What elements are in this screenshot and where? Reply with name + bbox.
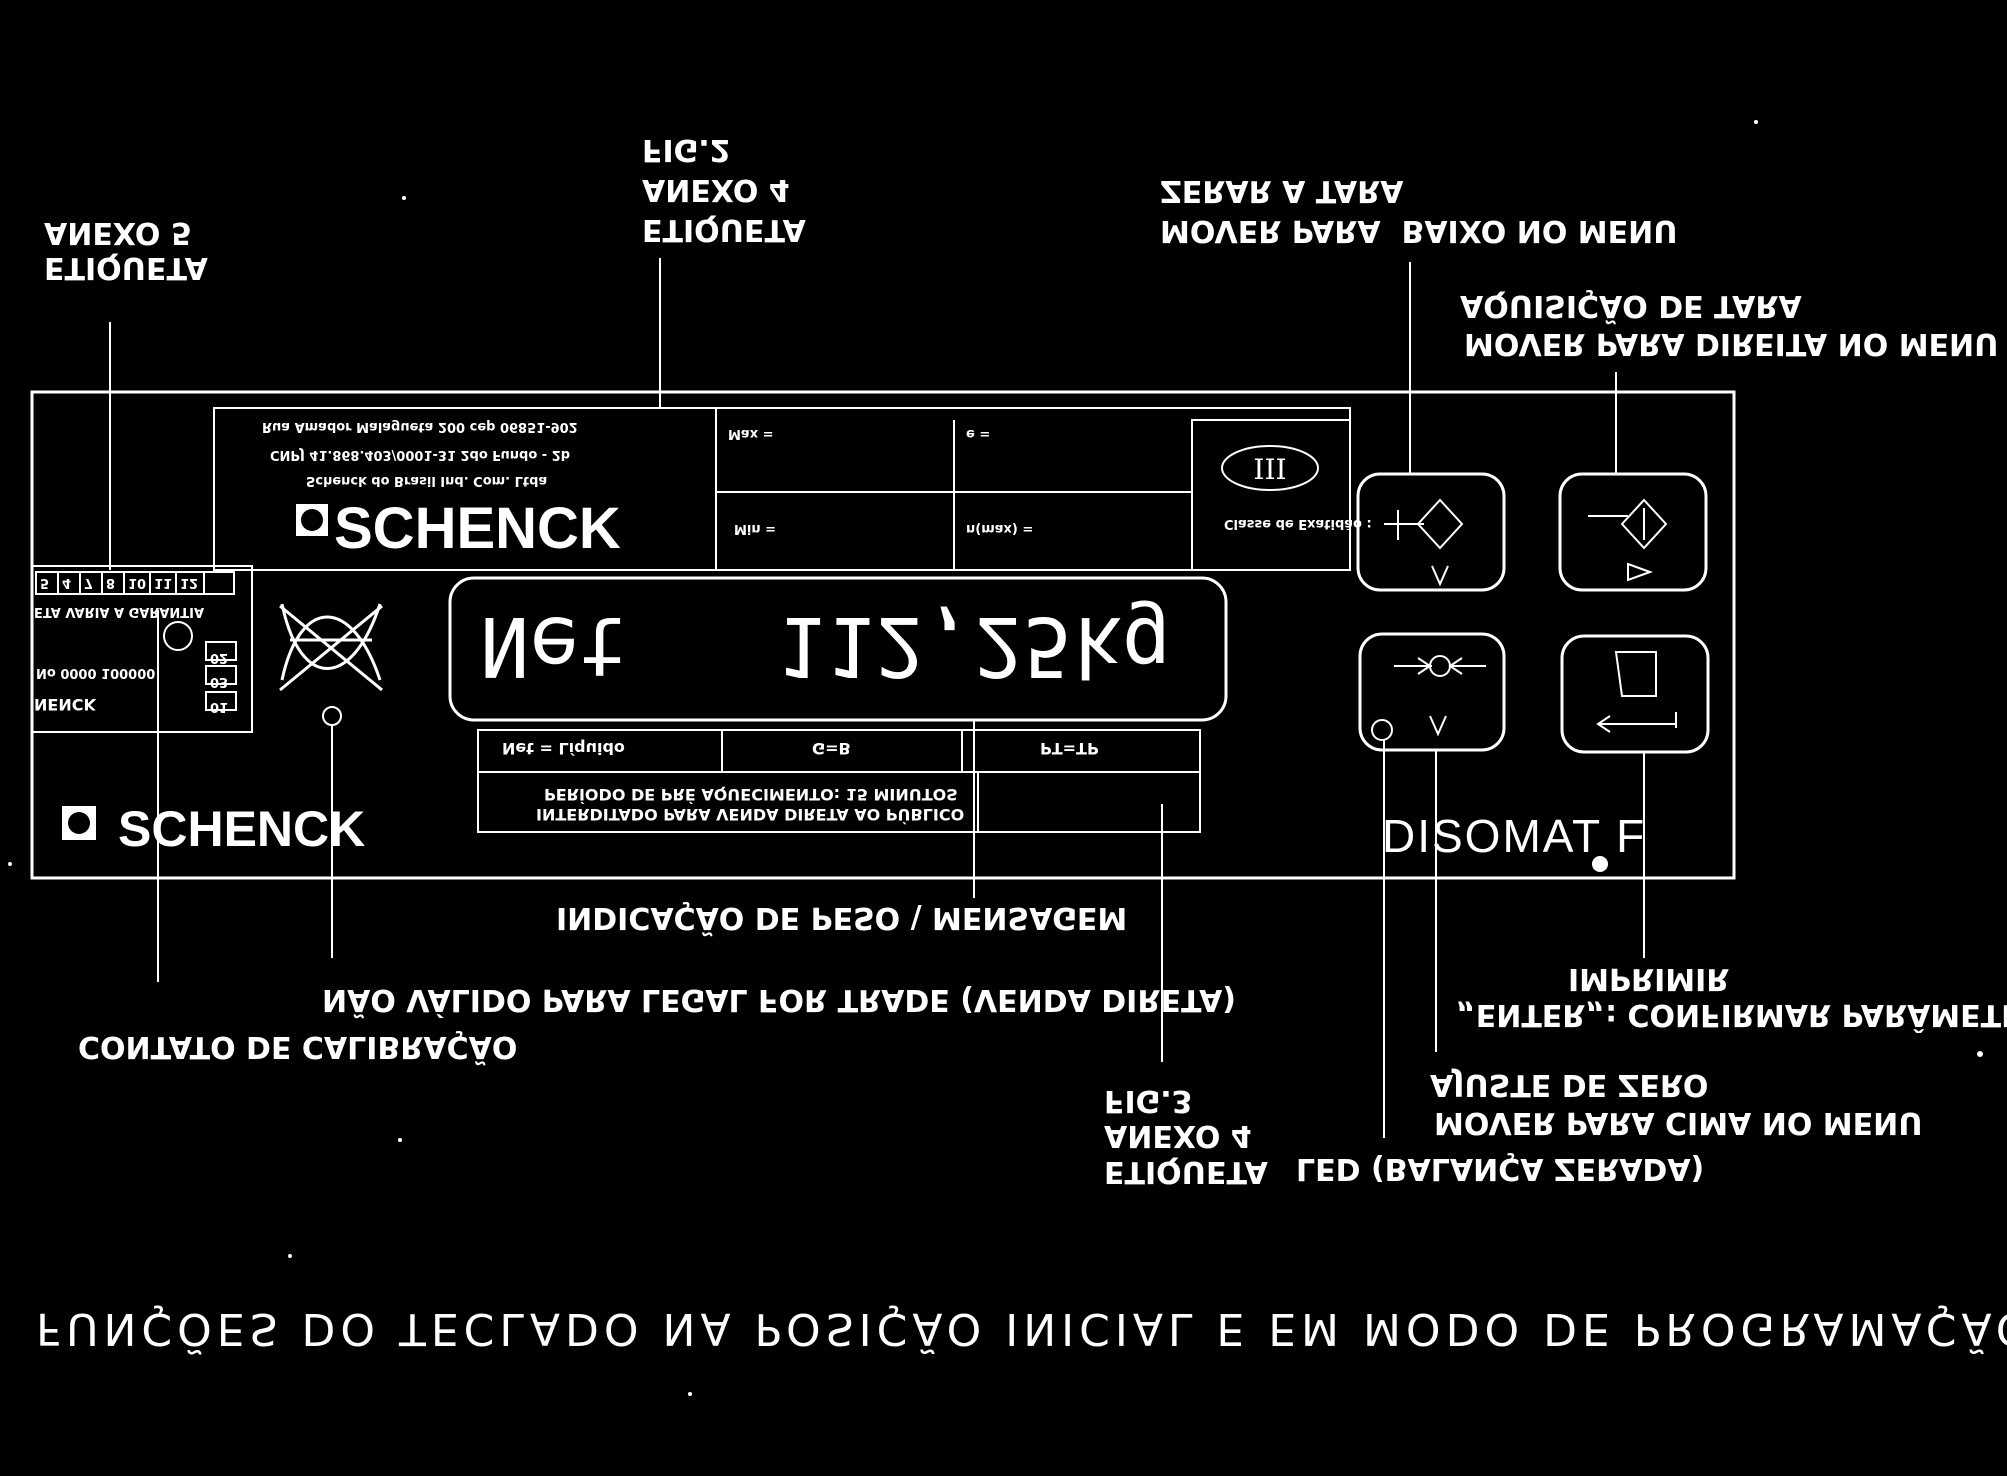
callout-nao-valido: NÃO VÁLIDO PARA LEGAL FOR TRADE (VENDA D… bbox=[322, 982, 1236, 1019]
info-table: Net = Líquido G=B PT=TP PERÍODO DE PRÉ A… bbox=[477, 729, 1201, 833]
plate-max-label: Max = bbox=[728, 426, 774, 441]
calib-serial: No 0000 100000 bbox=[36, 665, 155, 680]
callout-enter: „ENTER„: CONFIRMAR PARÂMETRO bbox=[1456, 997, 2007, 1033]
callout-etiqueta-bottom: ETIQUETA bbox=[1104, 1154, 1269, 1189]
calib-digit: 12 bbox=[180, 575, 198, 590]
model-name: DISOMAT F bbox=[1382, 810, 1646, 862]
calib-digit: 7 bbox=[84, 575, 93, 590]
zero-key[interactable] bbox=[1358, 632, 1506, 752]
calib-digit: 4 bbox=[62, 575, 71, 590]
info-warmup: PERÍODO DE PRÉ AQUECIMENTO: 15 MINUTOS bbox=[544, 785, 958, 804]
accuracy-class-badge: III bbox=[1253, 453, 1286, 486]
weight-display: Net 112,25kg bbox=[448, 576, 1228, 722]
callout-indicacao-peso: INDICAÇÃO DE PESO \ MENSAGEM bbox=[556, 900, 1127, 937]
plate-class-text: Classe de Exatidão : bbox=[1224, 516, 1372, 531]
info-cell-gross: G=B bbox=[812, 739, 851, 758]
callout-anexo5: ANEXO 5 bbox=[44, 215, 192, 250]
arrow-right-icon bbox=[1627, 562, 1653, 582]
plate-brand: SCHENCK bbox=[334, 496, 621, 561]
callout-imprimir: IMPRIMIR bbox=[1568, 961, 1729, 996]
calib-digit: 5 bbox=[40, 575, 49, 590]
callout-mover-cima: MOVER PARA CIMA NO MENU bbox=[1434, 1105, 1923, 1140]
leader-lines bbox=[109, 258, 1645, 1138]
callout-anexo4-bottom: ANEXO 4 bbox=[1104, 1118, 1252, 1153]
registered-mark-icon bbox=[1592, 856, 1608, 872]
plate-n-label: n(max) = bbox=[966, 521, 1033, 536]
calib-box-label: 03 bbox=[210, 674, 228, 689]
plate-line: Schenck do Brasil Ind. Com. Ltda bbox=[306, 473, 547, 488]
callout-fig2: FIG.2 bbox=[642, 132, 731, 167]
zero-led-icon bbox=[1371, 719, 1393, 741]
calib-digit: 8 bbox=[106, 575, 115, 590]
info-cell-tare: PT=TP bbox=[1040, 739, 1099, 758]
callout-mover-direita: MOVER PARA DIREITA NO MENU bbox=[1464, 326, 1999, 361]
plate-min-label: Min = bbox=[734, 521, 776, 536]
figure-caption: FUNÇÕES DO TECLADO NA POSIÇÃO INICIAL E … bbox=[36, 1303, 2007, 1355]
calib-digit: 10 bbox=[128, 575, 146, 590]
plate-e-label: e = bbox=[966, 426, 990, 441]
callout-anexo5-sub: ETIQUETA bbox=[44, 250, 209, 285]
plate-line: CNPJ 41.868.403/0001-31 2do Fundo - 2b bbox=[270, 447, 570, 462]
not-legal-for-trade-icon bbox=[279, 603, 383, 726]
arrow-up-icon bbox=[1429, 715, 1447, 737]
calib-box-label: 01 bbox=[210, 699, 228, 714]
identification-plate: Rua Amador Malagueta 200 cep 06851-902 C… bbox=[213, 407, 1372, 571]
panel-brand-text: SCHENCK bbox=[118, 801, 365, 857]
calibration-strip: 5 4 7 8 10 11 12 ETA VARIA A GARANTIA 02… bbox=[31, 565, 253, 733]
callout-aquisicao-tara: AQUISIÇÃO DE TARA bbox=[1460, 288, 1802, 325]
calib-row-text: ETA VARIA A GARANTIA bbox=[34, 604, 204, 619]
arrow-down-icon bbox=[1431, 565, 1449, 587]
calib-digit: 11 bbox=[154, 575, 172, 590]
printer-icon bbox=[1614, 651, 1657, 697]
tare-acquire-key[interactable] bbox=[1558, 472, 1708, 592]
calib-box-label: 02 bbox=[210, 650, 228, 665]
callout-fig3: FIG.3 bbox=[1104, 1083, 1193, 1118]
info-cell-net: Net = Líquido bbox=[502, 739, 625, 758]
callout-ajuste-zero: AJUSTE DE ZERO bbox=[1430, 1067, 1708, 1102]
callout-mover-baixo: MOVER PARA BAIXO NO MENU bbox=[1160, 213, 1678, 248]
plate-line: Rua Amador Malagueta 200 cep 06851-902 bbox=[262, 419, 578, 434]
callout-led: LED (BALANÇA ZERADA) bbox=[1296, 1151, 1704, 1186]
calib-brand: NENCK bbox=[34, 695, 96, 714]
callout-anexo4-top: ANEXO 4 bbox=[642, 172, 790, 207]
display-reading: Net 112,25kg bbox=[480, 598, 1171, 693]
callout-zerar-tara: ZERAR A TARA bbox=[1160, 173, 1404, 208]
tare-zero-key[interactable] bbox=[1356, 472, 1506, 592]
callout-etiqueta-top: ETIQUETA bbox=[642, 212, 807, 247]
info-restriction: INTERDITADO PARA VENDA DIRETA AO PÚBLICO bbox=[536, 805, 964, 824]
panel-brand: SCHENCK bbox=[62, 801, 365, 857]
callout-contato-calibracao: CONTATO DE CALIBRAÇÃO bbox=[78, 1029, 517, 1066]
print-enter-key[interactable] bbox=[1560, 634, 1710, 754]
